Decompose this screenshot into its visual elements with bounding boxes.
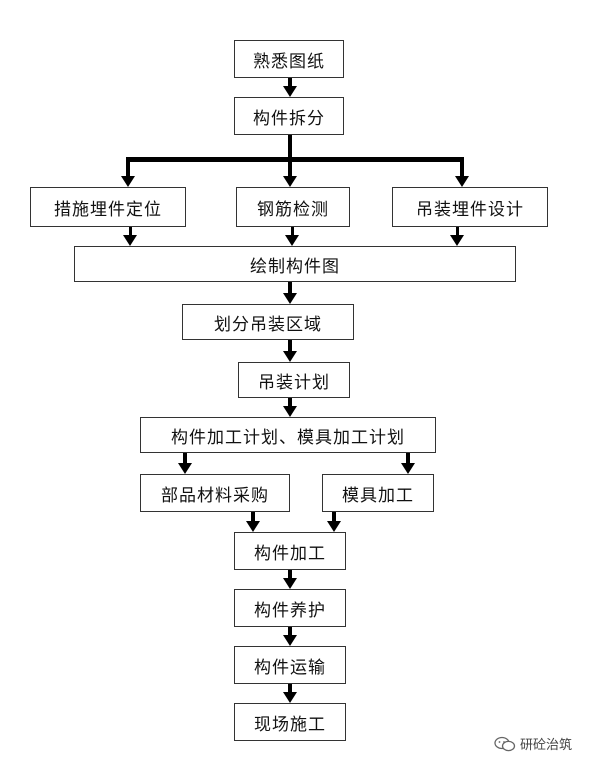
connector [288,282,292,293]
step-lifting-embed-design: 吊装埋件设计 [392,187,548,227]
arrow-head [285,235,299,246]
arrow-head [283,176,297,187]
arrow-head [246,521,260,532]
arrow-head [455,176,469,187]
arrow-head [123,235,137,246]
connector [288,570,292,578]
watermark: 研砼治筑 [494,734,572,753]
step-site-construction: 现场施工 [234,703,346,741]
arrow-head [327,521,341,532]
step-component-processing: 构件加工 [234,532,346,570]
step-rebar-inspection: 钢筋检测 [236,187,350,227]
branch-bar [126,157,464,162]
connector [251,512,255,521]
arrow-head [450,235,464,246]
step-component-split: 构件拆分 [234,97,344,135]
step-parts-material-procurement: 部品材料采购 [140,474,290,512]
connector [288,135,292,161]
step-lifting-plan: 吊装计划 [238,362,350,398]
arrow-head [178,463,192,474]
arrow-head [283,406,297,417]
connector [288,340,292,351]
step-component-mold-processing-plan: 构件加工计划、模具加工计划 [140,417,436,453]
arrow-head [401,463,415,474]
connector [460,157,464,177]
step-mold-processing: 模具加工 [322,474,434,512]
arrow-head [283,578,297,589]
connector [288,78,292,86]
arrow-head [283,692,297,703]
connector [288,684,292,692]
wechat-icon [494,736,516,751]
connector [288,398,292,406]
connector [456,227,459,235]
connector [291,227,294,235]
connector [183,453,187,463]
connector [126,157,130,177]
connector [288,157,292,177]
arrow-head [283,351,297,362]
watermark-text: 研砼治筑 [520,738,573,753]
step-component-transport: 构件运输 [234,646,346,684]
step-component-curing: 构件养护 [234,589,346,627]
step-familiarize-drawings: 熟悉图纸 [234,40,344,78]
connector [129,227,132,235]
step-draw-component-diagram: 绘制构件图 [74,246,516,282]
step-measure-embed-positioning: 措施埋件定位 [30,187,186,227]
arrow-head [283,86,297,97]
step-divide-lifting-areas: 划分吊装区域 [182,304,354,340]
connector [288,627,292,635]
connector [332,512,336,521]
connector [406,453,410,463]
arrow-head [283,293,297,304]
arrow-head [283,635,297,646]
arrow-head [121,176,135,187]
